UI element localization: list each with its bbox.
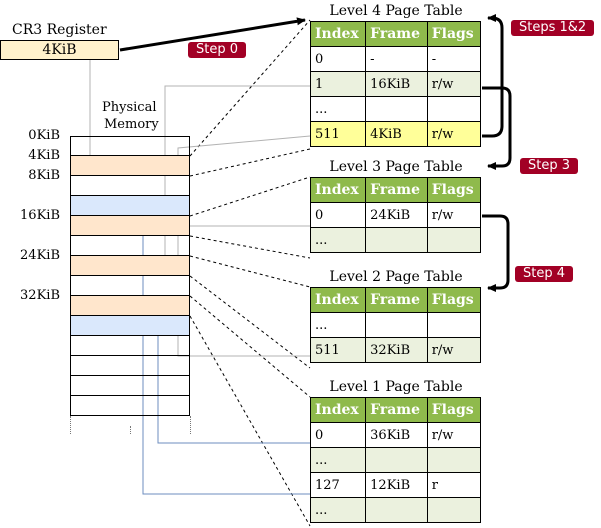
column-header: Index: [309, 21, 367, 47]
address-label: 4KiB: [28, 148, 60, 163]
column-header: Flags: [426, 397, 482, 423]
step-arrows: [119, 14, 512, 292]
table-cell: [365, 96, 428, 122]
level-1-table-title: Level 1 Page Table: [329, 379, 463, 395]
memory-frame: [70, 136, 190, 156]
column-header: Index: [309, 177, 367, 203]
table-cell: ...: [309, 227, 367, 253]
memory-frame: [70, 216, 190, 236]
column-header: Index: [309, 397, 367, 423]
memory-frame: [70, 256, 190, 276]
column-header: Flags: [426, 177, 482, 203]
physical-memory-label-line1: Physical: [102, 100, 157, 115]
address-label: 0KiB: [28, 128, 60, 143]
table-cell: r/w: [426, 422, 482, 448]
column-header: Index: [309, 287, 367, 313]
memory-frame: [70, 356, 190, 376]
column-header: Frame: [365, 397, 428, 423]
table-cell: 16KiB: [365, 71, 428, 97]
table-cell: ...: [309, 447, 367, 473]
table-cell: r/w: [426, 337, 482, 363]
memory-frame: [70, 296, 190, 316]
cr3-register-value: 4KiB: [0, 40, 119, 60]
table-cell: 127: [309, 472, 367, 498]
table-cell: ...: [309, 96, 367, 122]
table-cell: [365, 447, 428, 473]
memory-frame: [70, 316, 190, 336]
table-cell: [426, 497, 482, 523]
table-cell: r/w: [426, 202, 482, 228]
table-cell: [426, 227, 482, 253]
table-cell: ...: [309, 497, 367, 523]
memory-frame: [70, 276, 190, 296]
level-3-table-title: Level 3 Page Table: [329, 159, 463, 175]
memory-frame: [70, 336, 190, 356]
column-header: Flags: [426, 21, 482, 47]
address-label: 32KiB: [20, 288, 60, 303]
table-cell: 0: [309, 202, 367, 228]
level-4-table-title: Level 4 Page Table: [329, 3, 463, 19]
memory-frame: [70, 396, 190, 416]
table-cell: [426, 447, 482, 473]
table-cell: 511: [309, 121, 367, 147]
table-cell: r: [426, 472, 482, 498]
frame-mapping-lines: [189, 19, 311, 527]
table-cell: 0: [309, 46, 367, 72]
table-cell: 32KiB: [365, 337, 428, 363]
memory-frame: [70, 376, 190, 396]
address-label: 24KiB: [20, 248, 60, 263]
table-cell: r/w: [426, 121, 482, 147]
table-cell: 36KiB: [365, 422, 428, 448]
table-cell: [426, 312, 482, 338]
level-2-table-title: Level 2 Page Table: [329, 269, 463, 285]
column-header: Frame: [365, 287, 428, 313]
memory-continuation-right: [190, 416, 191, 434]
table-cell: [365, 227, 428, 253]
table-cell: 0: [309, 422, 367, 448]
memory-continuation-left: [70, 416, 71, 434]
step-3-badge: Step 3: [520, 158, 579, 174]
column-header: Flags: [426, 287, 482, 313]
table-cell: [365, 497, 428, 523]
table-cell: ...: [309, 312, 367, 338]
table-cell: 511: [309, 337, 367, 363]
table-cell: -: [365, 46, 428, 72]
memory-frame: [70, 236, 190, 256]
memory-continuation-mid: [130, 426, 131, 434]
memory-frame: [70, 176, 190, 196]
table-cell: 12KiB: [365, 472, 428, 498]
column-header: Frame: [365, 177, 428, 203]
table-cell: -: [426, 46, 482, 72]
address-label: 16KiB: [20, 208, 60, 223]
table-cell: [426, 96, 482, 122]
table-cell: 4KiB: [365, 121, 428, 147]
step-4-badge: Step 4: [515, 266, 574, 282]
table-cell: 24KiB: [365, 202, 428, 228]
column-header: Frame: [365, 21, 428, 47]
physical-memory-label-line2: Memory: [104, 117, 159, 132]
memory-frame: [70, 156, 190, 176]
table-cell: r/w: [426, 71, 482, 97]
table-cell: [365, 312, 428, 338]
step-0-badge: Step 0: [188, 42, 247, 58]
memory-frame: [70, 196, 190, 216]
cr3-register-label: CR3 Register: [12, 22, 107, 38]
table-cell: 1: [309, 71, 367, 97]
steps-1-2-badge: Steps 1&2: [511, 20, 595, 36]
address-label: 8KiB: [28, 168, 60, 183]
